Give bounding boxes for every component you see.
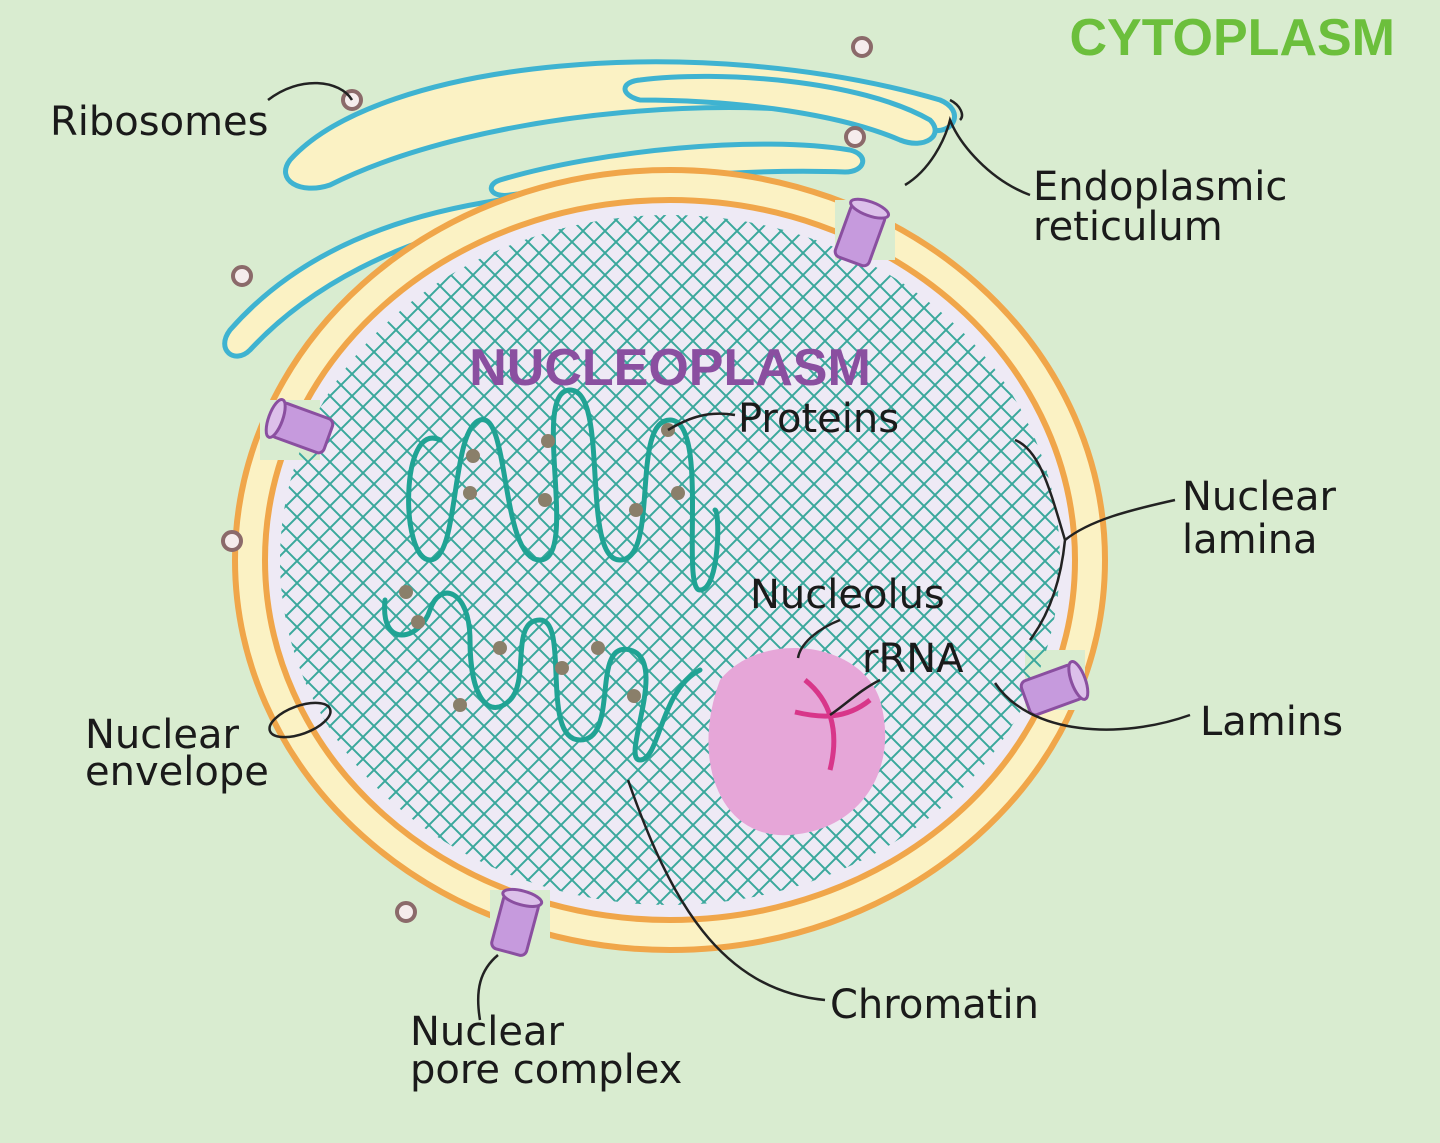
nuclear-pore-left	[264, 397, 335, 455]
protein	[493, 641, 507, 655]
proteins-label: Proteins	[738, 396, 899, 442]
nucleoplasm-label: NUCLEOPLASM	[469, 339, 871, 397]
nucleolus-label: Nucleolus	[750, 572, 945, 618]
protein	[541, 434, 555, 448]
nuclear-pore-top	[833, 197, 891, 268]
rrna-strand	[794, 698, 872, 719]
nuclear-pore-complexes	[264, 197, 1090, 957]
protein	[399, 585, 413, 599]
cytoplasm-label: CYTOPLASM	[1069, 9, 1395, 67]
protein	[453, 698, 467, 712]
rrna-label: rRNA	[862, 636, 964, 682]
ribosome	[231, 265, 253, 287]
er-label-line2: reticulum	[1033, 204, 1223, 250]
chromatin-label: Chromatin	[830, 982, 1039, 1028]
nucleolus	[708, 647, 886, 836]
ribosomes-label: Ribosomes	[50, 99, 269, 145]
nuclear-lamina	[279, 215, 1060, 905]
lamins-label: Lamins	[1200, 699, 1343, 745]
labels: CYTOPLASM NUCLEOPLASM Ribosomes Endoplas…	[50, 9, 1395, 1093]
ribosome	[844, 126, 866, 148]
nuclear-envelope-label-line1: Nuclear	[85, 712, 240, 758]
protein	[411, 615, 425, 629]
protein	[591, 641, 605, 655]
pore-label-line2: pore complex	[410, 1047, 682, 1093]
chromatin	[382, 387, 721, 763]
protein	[538, 493, 552, 507]
protein	[671, 486, 685, 500]
nuclear-lamina-label-line1: Nuclear	[1182, 474, 1337, 520]
protein	[466, 449, 480, 463]
ribosome	[221, 530, 243, 552]
nuclear-envelope-label-line2: envelope	[85, 749, 269, 795]
nuclear-pore-right	[1019, 659, 1090, 717]
ribosome	[395, 901, 417, 923]
protein	[555, 661, 569, 675]
nuclear-lamina-label-line2: lamina	[1182, 517, 1318, 563]
protein	[629, 503, 643, 517]
nuclear-pore-bottom	[490, 887, 544, 957]
pore-label-line1: Nuclear	[410, 1009, 565, 1055]
er-label-line1: Endoplasmic	[1033, 164, 1287, 210]
ribosome	[851, 36, 873, 58]
proteins	[399, 423, 685, 712]
protein	[463, 486, 477, 500]
leader-lines	[267, 81, 1191, 1021]
protein	[627, 689, 641, 703]
